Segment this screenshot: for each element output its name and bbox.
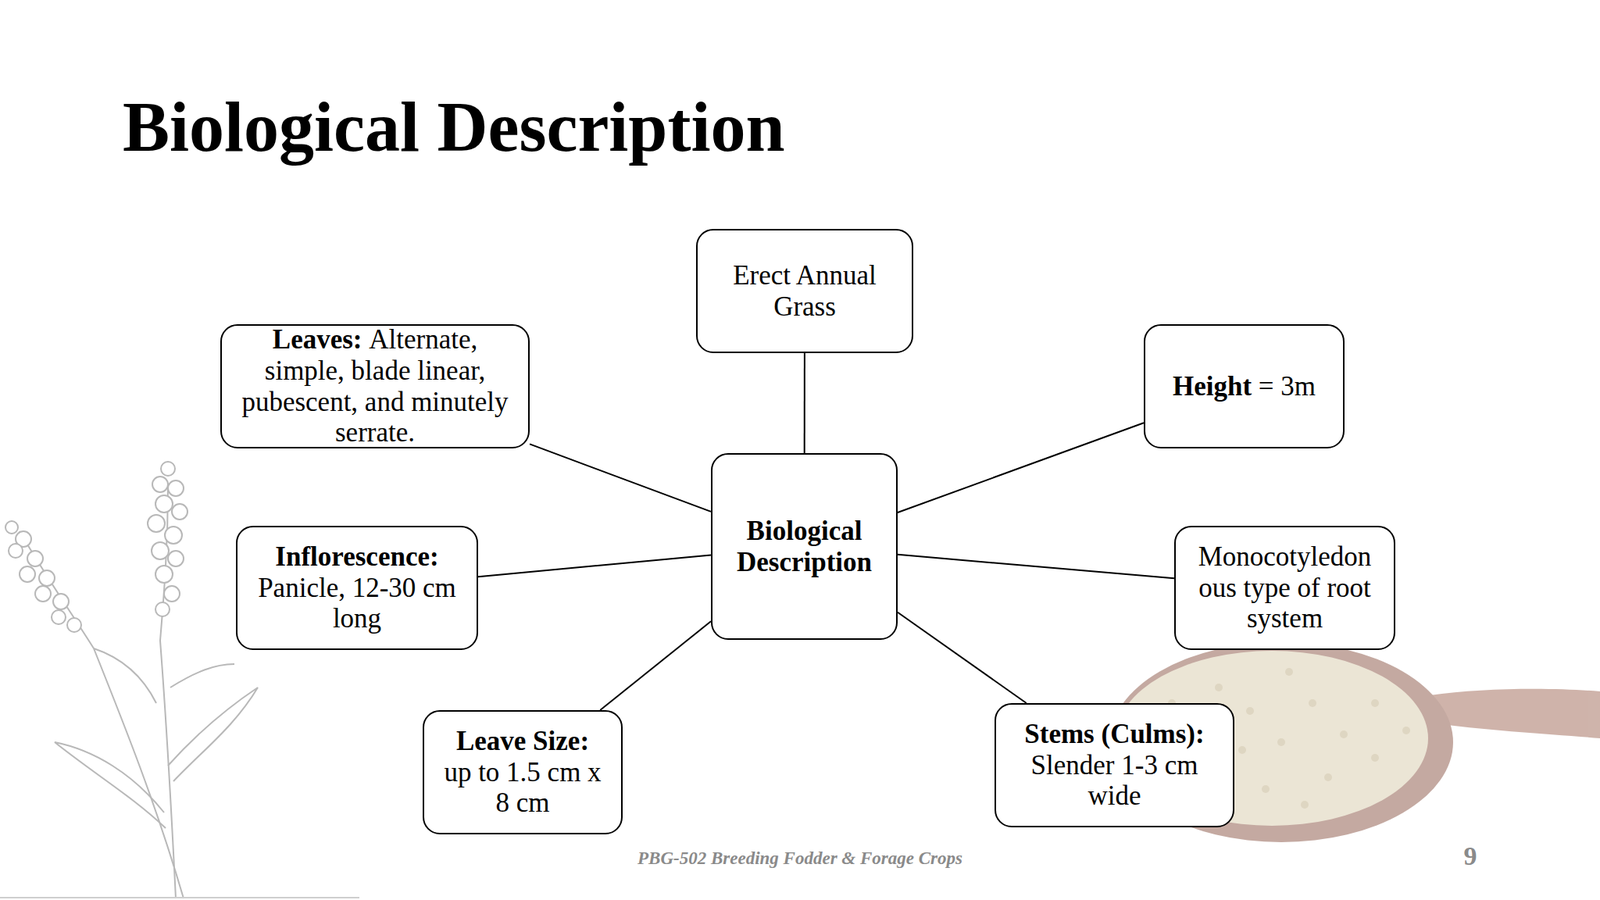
box-text: Biological Description	[736, 515, 872, 578]
info-box: Leave Size:up to 1.5 cm x 8 cm	[422, 710, 623, 835]
box-text: = 3m	[1258, 371, 1316, 402]
box-heading: Leave Size:	[435, 725, 611, 758]
box-content: Height= 3m	[1156, 371, 1333, 403]
box-text: Monocotyledon ous type of root system	[1198, 541, 1372, 634]
box-heading: Leaves:	[272, 324, 363, 355]
info-box: Stems (Culms):Slender 1-3 cm wide	[994, 703, 1235, 828]
box-content: Leave Size:up to 1.5 cm x 8 cm	[435, 725, 611, 819]
connector-line	[478, 555, 711, 578]
connector-line	[897, 422, 1144, 513]
info-box: Monocotyledon ous type of root system	[1174, 525, 1396, 650]
box-content: Biological Description	[723, 515, 886, 578]
box-content: Erect Annual Grass	[708, 260, 901, 322]
slide-title: Biological Description	[122, 92, 785, 163]
info-box: Height= 3m	[1143, 324, 1345, 449]
box-text: Panicle, 12-30 cm long	[257, 572, 457, 635]
box-heading: Height	[1172, 371, 1252, 402]
base-line	[0, 896, 360, 899]
millet-plant	[5, 461, 258, 899]
box-content: Inflorescence:Panicle, 12-30 cm long	[248, 541, 466, 635]
box-text: up to 1.5 cm x 8 cm	[443, 757, 601, 819]
box-text: Slender 1-3 cm wide	[1031, 750, 1199, 812]
connector-line	[897, 554, 1175, 579]
connector-line	[600, 621, 711, 711]
box-content: Monocotyledon ous type of root system	[1192, 541, 1377, 635]
info-box: Biological Description	[710, 453, 898, 640]
box-heading: Stems (Culms):	[1007, 718, 1222, 750]
box-text: Erect Annual Grass	[732, 260, 877, 322]
info-box: Inflorescence:Panicle, 12-30 cm long	[235, 525, 479, 650]
box-content: Stems (Culms):Slender 1-3 cm wide	[1007, 718, 1222, 812]
box-heading: Inflorescence:	[248, 541, 466, 573]
info-box: Leaves:Alternate, simple, blade linear, …	[220, 324, 530, 449]
connector-line	[803, 353, 806, 454]
connector-line	[897, 612, 1027, 704]
info-box: Erect Annual Grass	[696, 228, 914, 354]
connector-line	[529, 443, 711, 512]
page-number: 9	[1454, 841, 1486, 872]
box-content: Leaves:Alternate, simple, blade linear, …	[232, 324, 518, 448]
footer-text: PBG-502 Breeding Fodder & Forage Crops	[487, 848, 1113, 869]
